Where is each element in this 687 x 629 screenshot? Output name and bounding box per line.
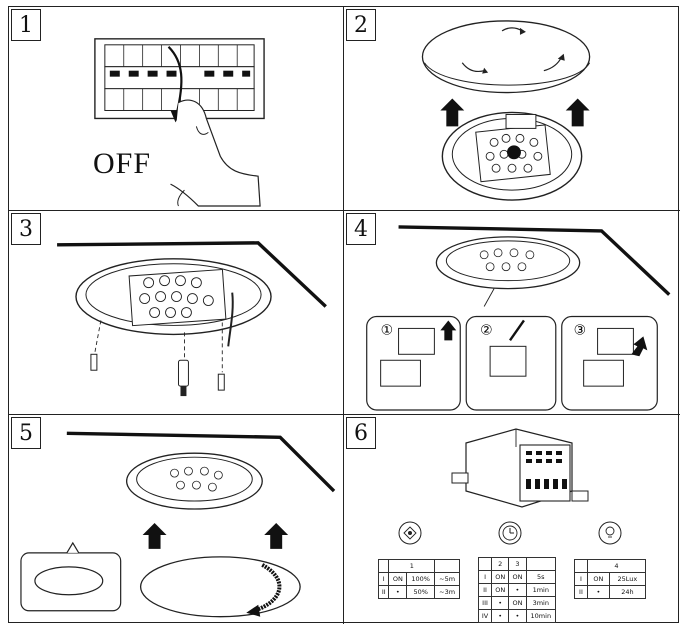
step-number: 2 (346, 9, 376, 41)
table-header: 2 (491, 557, 510, 571)
step-number: 5 (11, 417, 41, 449)
table-row: I ON 25Lux (574, 572, 647, 586)
lux-table: 4 I ON 25Lux II • 24h (574, 559, 647, 599)
table-header: 3 (508, 557, 527, 571)
instruction-sheet: 1 OFF (8, 6, 680, 624)
step-panel-3: 3 (9, 211, 344, 415)
step-panel-6: 6 1 (344, 415, 680, 624)
table-header: 1 (388, 559, 436, 573)
step-number: 4 (346, 213, 376, 245)
off-label: OFF (93, 147, 152, 180)
step-number: 3 (11, 213, 41, 245)
table-row: II • 24h (574, 585, 647, 599)
step-panel-4: 4 ① (344, 211, 680, 415)
base-mounting-illustration (57, 241, 327, 397)
wiring-illustration: ① ② ③ (366, 225, 671, 411)
cover-removal-illustration (421, 20, 591, 201)
table-header: 4 (586, 559, 647, 573)
step-number: 6 (346, 417, 376, 449)
substep-2-label: ② (480, 322, 492, 338)
table-row: IV• •10min (477, 609, 557, 623)
sensor-module-illustration (398, 428, 622, 545)
table-row: II • 50% ~3m (377, 585, 460, 599)
cover-reattach-illustration (20, 431, 336, 618)
breaker-switch-illustration (94, 38, 265, 207)
light-output-table: 1 I ON 100% ~5m II • 50% ~3m (377, 559, 460, 599)
substep-3-label: ③ (574, 322, 586, 338)
step-number: 1 (11, 9, 41, 41)
step-panel-1: 1 OFF (9, 7, 344, 211)
step-panel-2: 2 (344, 7, 680, 211)
substep-1-label: ① (381, 322, 393, 338)
table-row: I ON 100% ~5m (377, 572, 460, 586)
step-panel-5: 5 (9, 415, 344, 624)
